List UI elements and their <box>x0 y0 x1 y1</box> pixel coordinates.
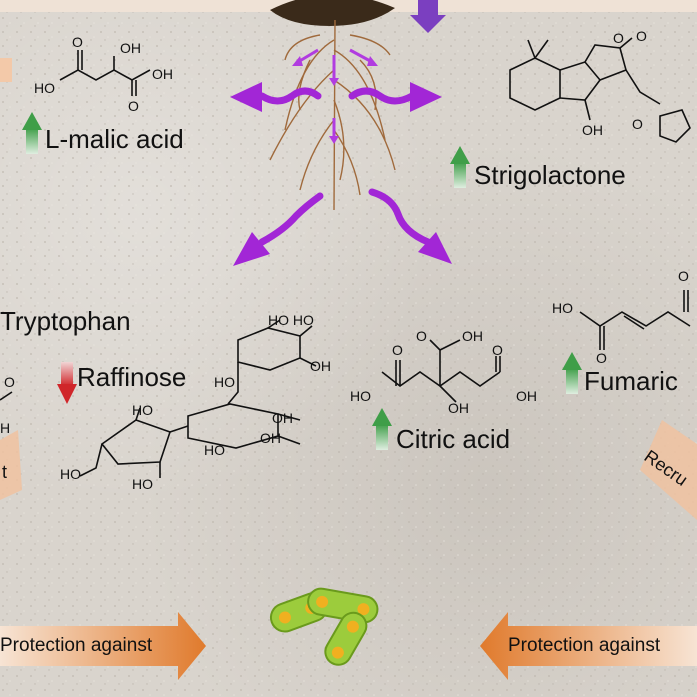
atom-label: O <box>72 34 83 50</box>
atom-label: H <box>0 420 11 436</box>
atom-label: HO <box>204 442 225 458</box>
right-banner-arrow <box>480 612 697 680</box>
atom-label: OH <box>260 430 281 446</box>
atom-label: OH <box>310 358 331 374</box>
left-banner-text: Protection against <box>0 635 153 656</box>
citric-acid-label: Citric acid <box>396 424 511 454</box>
strigolactone-structure <box>509 37 691 143</box>
atom-label: O <box>416 328 427 344</box>
atom-label: HO <box>60 466 81 482</box>
strigolactone-up-arrow <box>454 162 466 188</box>
raffinose-label: Raffinose <box>77 362 187 392</box>
atom-label: OH <box>582 122 603 138</box>
atom-label: O <box>596 350 607 366</box>
root-icon <box>269 19 396 211</box>
left-cut-banner <box>0 430 22 500</box>
left-top-banner-fragment <box>0 58 12 82</box>
atom-label: HO <box>132 476 153 492</box>
right-recruit-banner <box>640 420 697 520</box>
left-banner-arrow <box>0 612 206 680</box>
atom-label: HO <box>132 402 153 418</box>
atom-label: OH <box>120 40 141 56</box>
atom-label: OH <box>152 66 173 82</box>
wavy-exudate-arrows <box>258 87 432 246</box>
atom-label: O <box>492 342 503 358</box>
bacteria-icon <box>269 587 379 666</box>
left-partial-structure <box>0 391 13 401</box>
citric-structure <box>381 339 501 403</box>
atom-label: OH <box>448 400 469 416</box>
raffinose-down-arrow <box>61 362 73 386</box>
right-banner-text: Protection against <box>508 635 661 656</box>
left-cut-text: t <box>2 462 8 482</box>
atom-label: O <box>636 28 647 44</box>
raffinose-structure <box>79 319 317 478</box>
atom-label: HO <box>214 374 235 390</box>
malic-structure <box>59 50 151 96</box>
tryptophan-label: Tryptophan <box>0 306 131 336</box>
atom-label: O <box>4 374 15 390</box>
fumaric-up-arrow <box>566 368 578 394</box>
atom-label: HO <box>34 80 55 96</box>
atom-label: HO <box>350 388 371 404</box>
small-exudate-arrows <box>297 48 373 136</box>
atom-label: OH <box>462 328 483 344</box>
atom-label: O <box>678 268 689 284</box>
atom-label: OH <box>516 388 537 404</box>
strigolactone-label: Strigolactone <box>474 160 626 190</box>
atom-label: HO <box>552 300 573 316</box>
fumaric-structure <box>579 290 691 350</box>
atom-label: HO HO <box>268 312 314 328</box>
atom-label: O <box>128 98 139 114</box>
fumaric-acid-label: Fumaric <box>584 366 678 396</box>
malic-up-arrow <box>26 128 38 154</box>
atom-label: O <box>613 30 624 46</box>
atom-label: O <box>392 342 403 358</box>
atom-label: O <box>632 116 643 132</box>
malic-acid-label: L-malic acid <box>45 124 184 154</box>
citric-up-arrow <box>376 424 388 450</box>
soil-mound <box>270 0 395 26</box>
atom-label: OH <box>272 410 293 426</box>
exudate-arrow-icon <box>410 0 446 33</box>
